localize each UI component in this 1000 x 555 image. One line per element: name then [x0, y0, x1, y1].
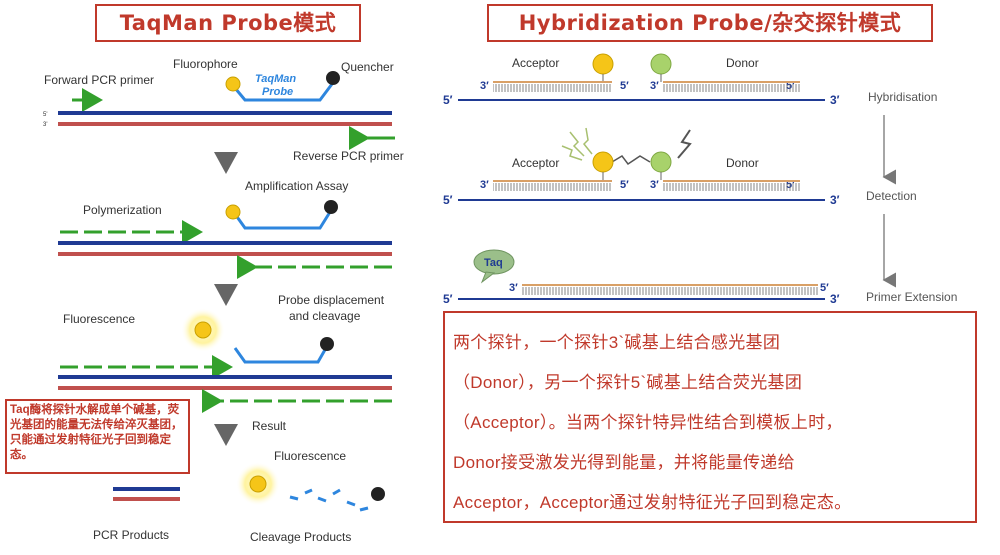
- step-arrow-down-icon: [214, 424, 238, 446]
- description-line-5: Acceptor，Acceptor通过发射特征光子回到稳定态。: [453, 493, 852, 512]
- pcr-products-label: PCR Products: [93, 528, 169, 542]
- forward-primer-label: Forward PCR primer: [44, 73, 154, 87]
- taq-enzyme-icon: [473, 249, 515, 275]
- acceptor-probe-bases: [493, 183, 612, 191]
- acceptor-dye-icon: [592, 53, 614, 75]
- fluorescence-label-1: Fluorescence: [63, 312, 135, 326]
- excitation-lightning-icon: [677, 129, 692, 159]
- quencher-icon: [324, 200, 338, 214]
- detection-step-label: Detection: [866, 189, 917, 203]
- hybridization-title: Hybridization Probe/杂交探针模式: [487, 4, 933, 42]
- quencher-icon: [326, 71, 340, 85]
- template-3-label: 3′: [830, 93, 840, 107]
- taqman-probe: [233, 83, 334, 102]
- probe-stage2: [233, 211, 332, 230]
- acceptor-label: Acceptor: [512, 56, 559, 70]
- acceptor-probe-3-label: 3′: [480, 80, 489, 92]
- step-arrow-down-icon: [214, 284, 238, 306]
- primer-extension-step-label: Primer Extension: [866, 290, 957, 304]
- donor-dye-icon: [650, 53, 672, 75]
- quencher-icon: [320, 337, 334, 351]
- extension-5-label: 5′: [820, 282, 829, 294]
- displaced-probe: [233, 347, 328, 364]
- displacement-label-1: Probe displacement: [278, 293, 385, 307]
- fluorophore-icon: [249, 475, 267, 493]
- donor-probe-3-label: 3′: [650, 80, 659, 92]
- description-line-2: （Donor），另一个探针5`碱基上结合荧光基团: [453, 373, 803, 392]
- template-5-label: 5′: [443, 193, 453, 207]
- acceptor-dye-icon: [592, 151, 614, 173]
- acceptor-probe-5-label: 5′: [620, 179, 629, 191]
- probe-name-line1: TaqMan: [255, 73, 296, 85]
- extension-3-label: 3′: [509, 282, 518, 294]
- fluorophore-icon: [225, 204, 241, 220]
- donor-probe-3-label: 3′: [650, 179, 659, 191]
- acceptor-label: Acceptor: [512, 156, 559, 170]
- amplification-label: Amplification Assay: [245, 179, 348, 193]
- donor-label: Donor: [726, 156, 759, 170]
- energy-transfer-icon: [611, 155, 651, 166]
- taqman-note: Taq酶将探针水解成单个碱基，荧光基团的能量无法传给淬灭基团，只能通过发射特征光…: [5, 399, 190, 474]
- strand-3-label: 3': [43, 122, 47, 128]
- acceptor-probe-3-label: 3′: [480, 179, 489, 191]
- description-line-4: Donor接受激发光得到能量，并将能量传递给: [453, 453, 795, 472]
- donor-probe-bases: [663, 84, 800, 92]
- template-3-label: 3′: [830, 193, 840, 207]
- cleavage-fragments: [289, 488, 369, 512]
- hybridization-description: 两个探针，一个探针3`碱基上结合感光基团 （Donor），另一个探针5`碱基上结…: [443, 311, 977, 523]
- quencher-label: Quencher: [341, 60, 394, 74]
- extended-strand-bases: [522, 287, 818, 295]
- quencher-icon: [371, 487, 385, 501]
- reverse-primer-label: Reverse PCR primer: [293, 149, 404, 163]
- displacement-label-2: and cleavage: [289, 309, 361, 323]
- fluorophore-icon: [194, 321, 212, 339]
- taqman-title: TaqMan Probe模式: [95, 4, 361, 42]
- donor-dye-icon: [650, 151, 672, 173]
- acceptor-probe-5-label: 5′: [620, 80, 629, 92]
- description-line-1: 两个探针，一个探针3`碱基上结合感光基团: [453, 333, 781, 352]
- polymerization-label: Polymerization: [83, 203, 162, 217]
- emission-lightning-icon: [561, 127, 593, 161]
- fluorophore-label: Fluorophore: [173, 57, 238, 71]
- donor-label: Donor: [726, 56, 759, 70]
- fluorescence-label-2: Fluorescence: [274, 449, 346, 463]
- template-3-label: 3′: [830, 292, 840, 306]
- result-label: Result: [252, 419, 287, 433]
- acceptor-probe-bases: [493, 84, 612, 92]
- hybridisation-step-label: Hybridisation: [868, 90, 937, 104]
- step-arrow-down-icon: [214, 152, 238, 174]
- template-5-label: 5′: [443, 93, 453, 107]
- donor-probe-bases: [663, 183, 800, 191]
- strand-5-label: 5': [43, 112, 47, 118]
- probe-name-line2: Probe: [262, 86, 293, 98]
- cleavage-products-label: Cleavage Products: [250, 530, 351, 544]
- fluorophore-icon: [225, 76, 241, 92]
- description-line-3: （Acceptor）。当两个探针特异性结合到模板上时，: [453, 413, 843, 432]
- template-5-label: 5′: [443, 292, 453, 306]
- taq-label: Taq: [484, 257, 503, 269]
